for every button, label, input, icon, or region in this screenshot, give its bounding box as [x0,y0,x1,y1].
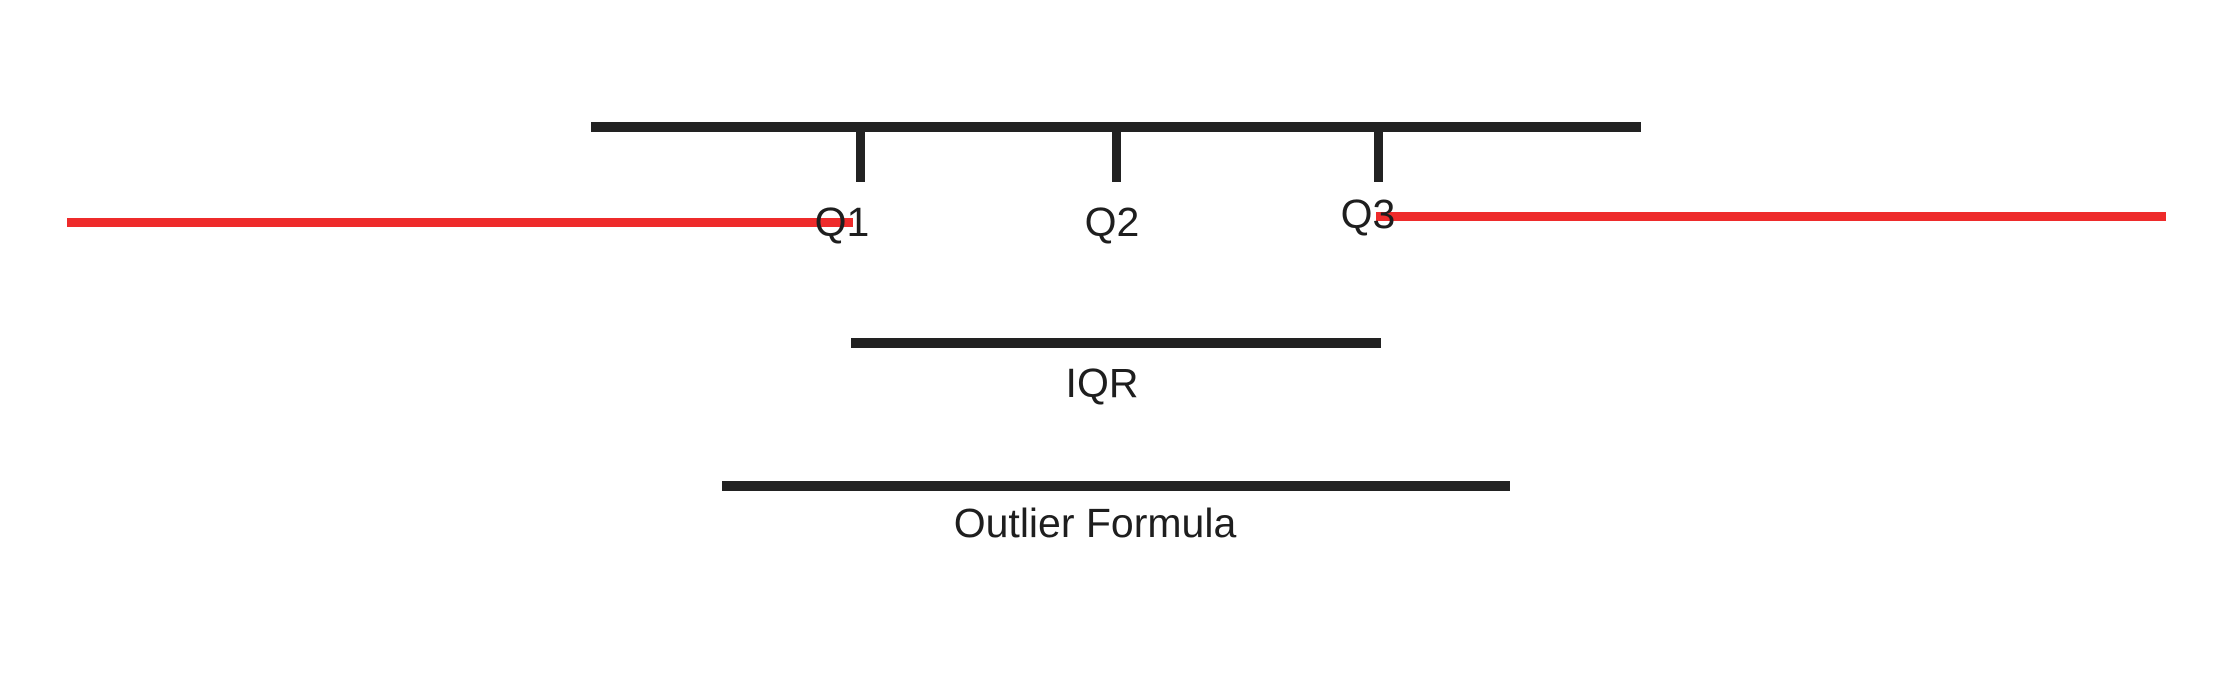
iqr-bar [851,338,1381,348]
upper-outlier-line [1376,212,2166,221]
outlier-formula-label: Outlier Formula [954,500,1237,546]
q3-label: Q3 [1341,191,1396,237]
iqr-label: IQR [1066,360,1139,406]
q1-tick [856,128,865,182]
q1-label: Q1 [815,199,870,245]
q3-tick [1374,128,1383,182]
q2-label: Q2 [1085,199,1140,245]
q2-tick [1112,128,1121,182]
data-range-line [591,122,1641,132]
outlier-formula-bar [722,481,1510,491]
lower-outlier-line [67,218,853,227]
